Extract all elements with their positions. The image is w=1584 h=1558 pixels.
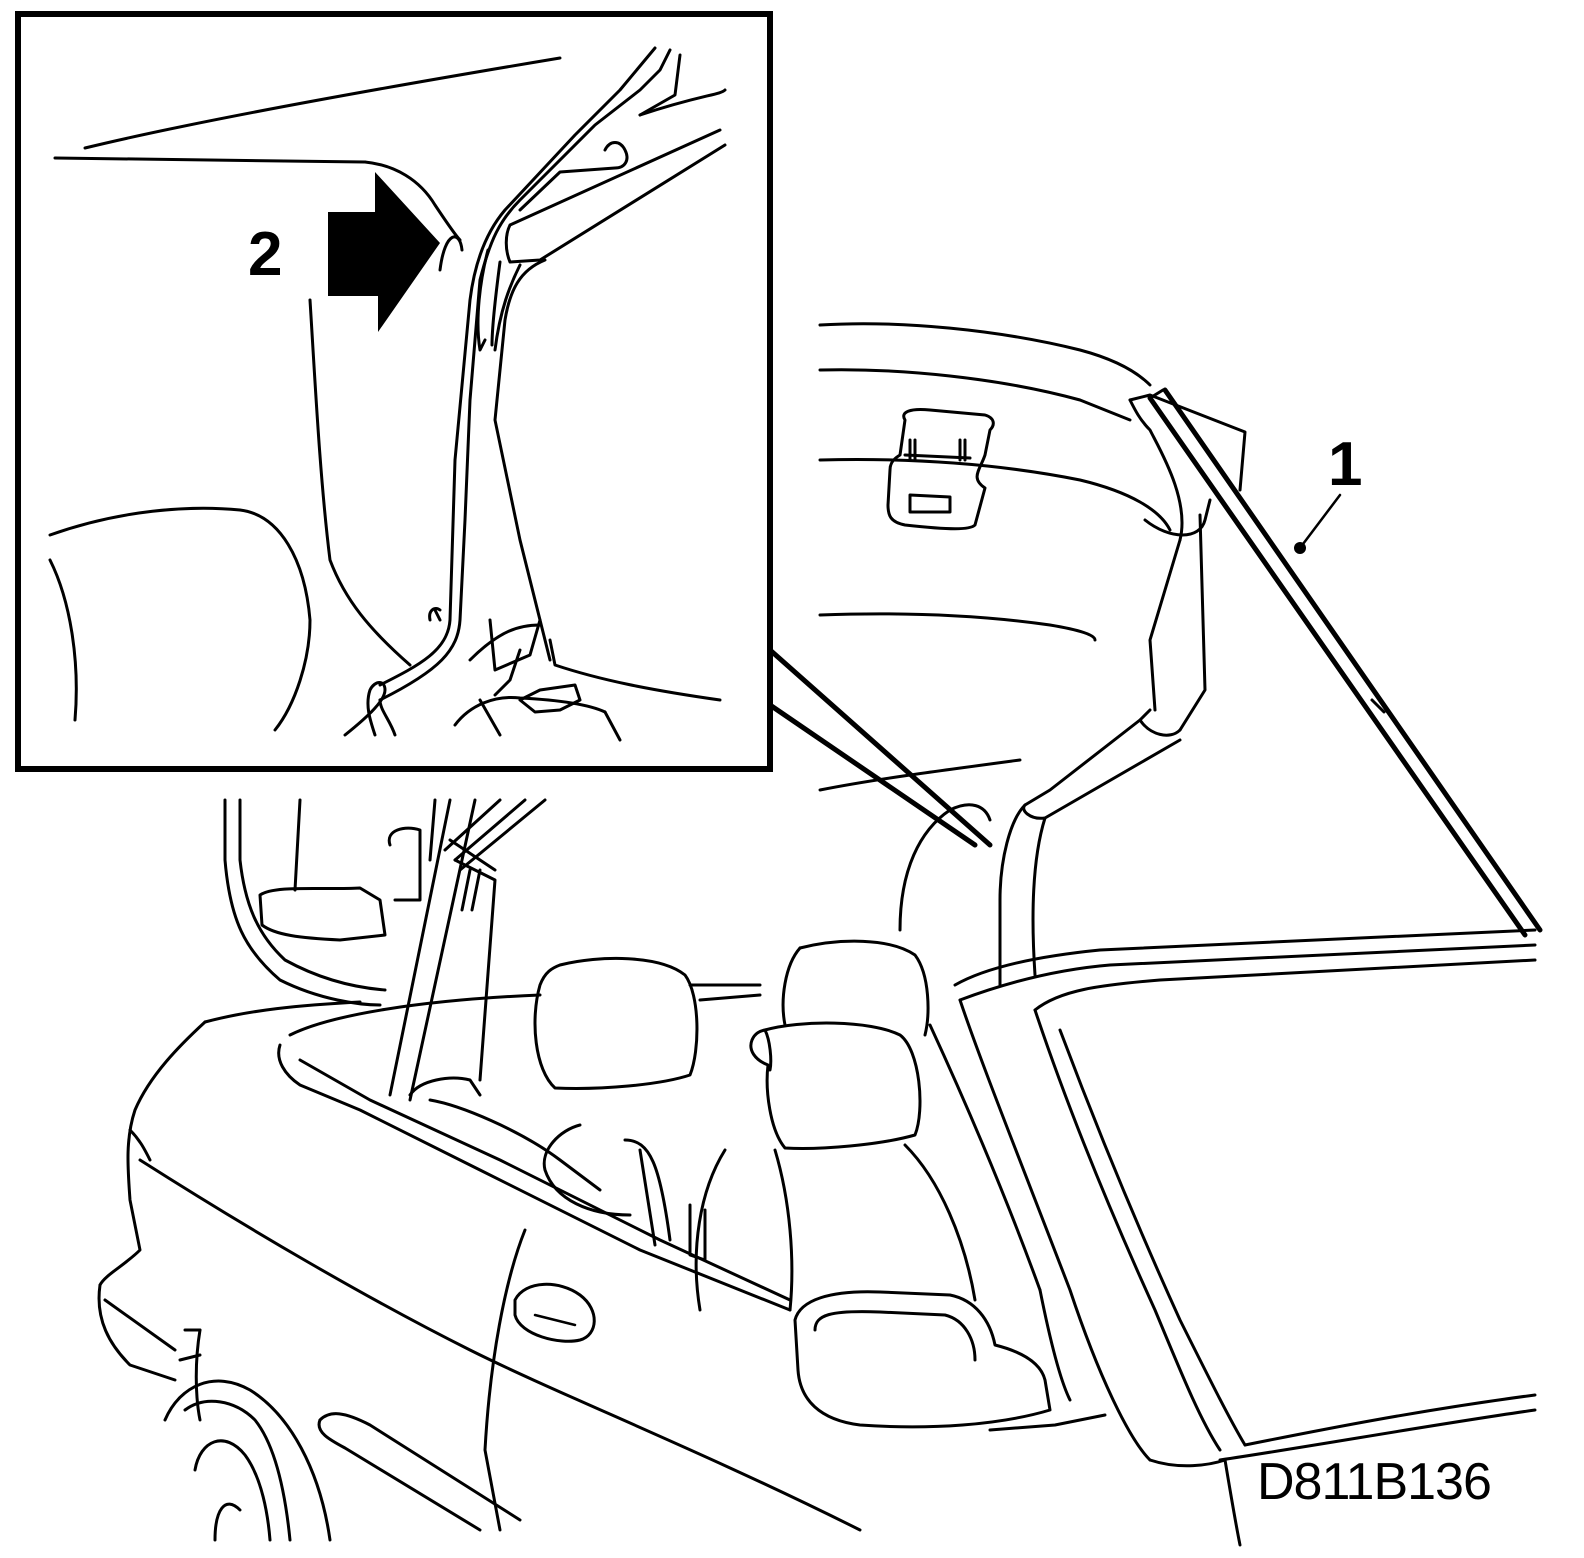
- arrow-right-icon: [328, 172, 440, 332]
- callout-label-2: 2: [248, 220, 283, 289]
- rear-pillar-main: [223, 798, 602, 1192]
- detail-inset: [15, 11, 773, 772]
- convertible-top-frame: [818, 322, 1247, 987]
- seats: [533, 939, 1107, 1432]
- gas-strut: [1147, 387, 1543, 938]
- windshield: [928, 928, 1537, 1547]
- cockpit-rim: [277, 983, 792, 1312]
- inset-leader-lines: [767, 647, 993, 848]
- callout-label-1: 1: [1328, 430, 1363, 499]
- drawing-code: D811B136: [1257, 1453, 1492, 1511]
- car-body: [97, 1000, 862, 1542]
